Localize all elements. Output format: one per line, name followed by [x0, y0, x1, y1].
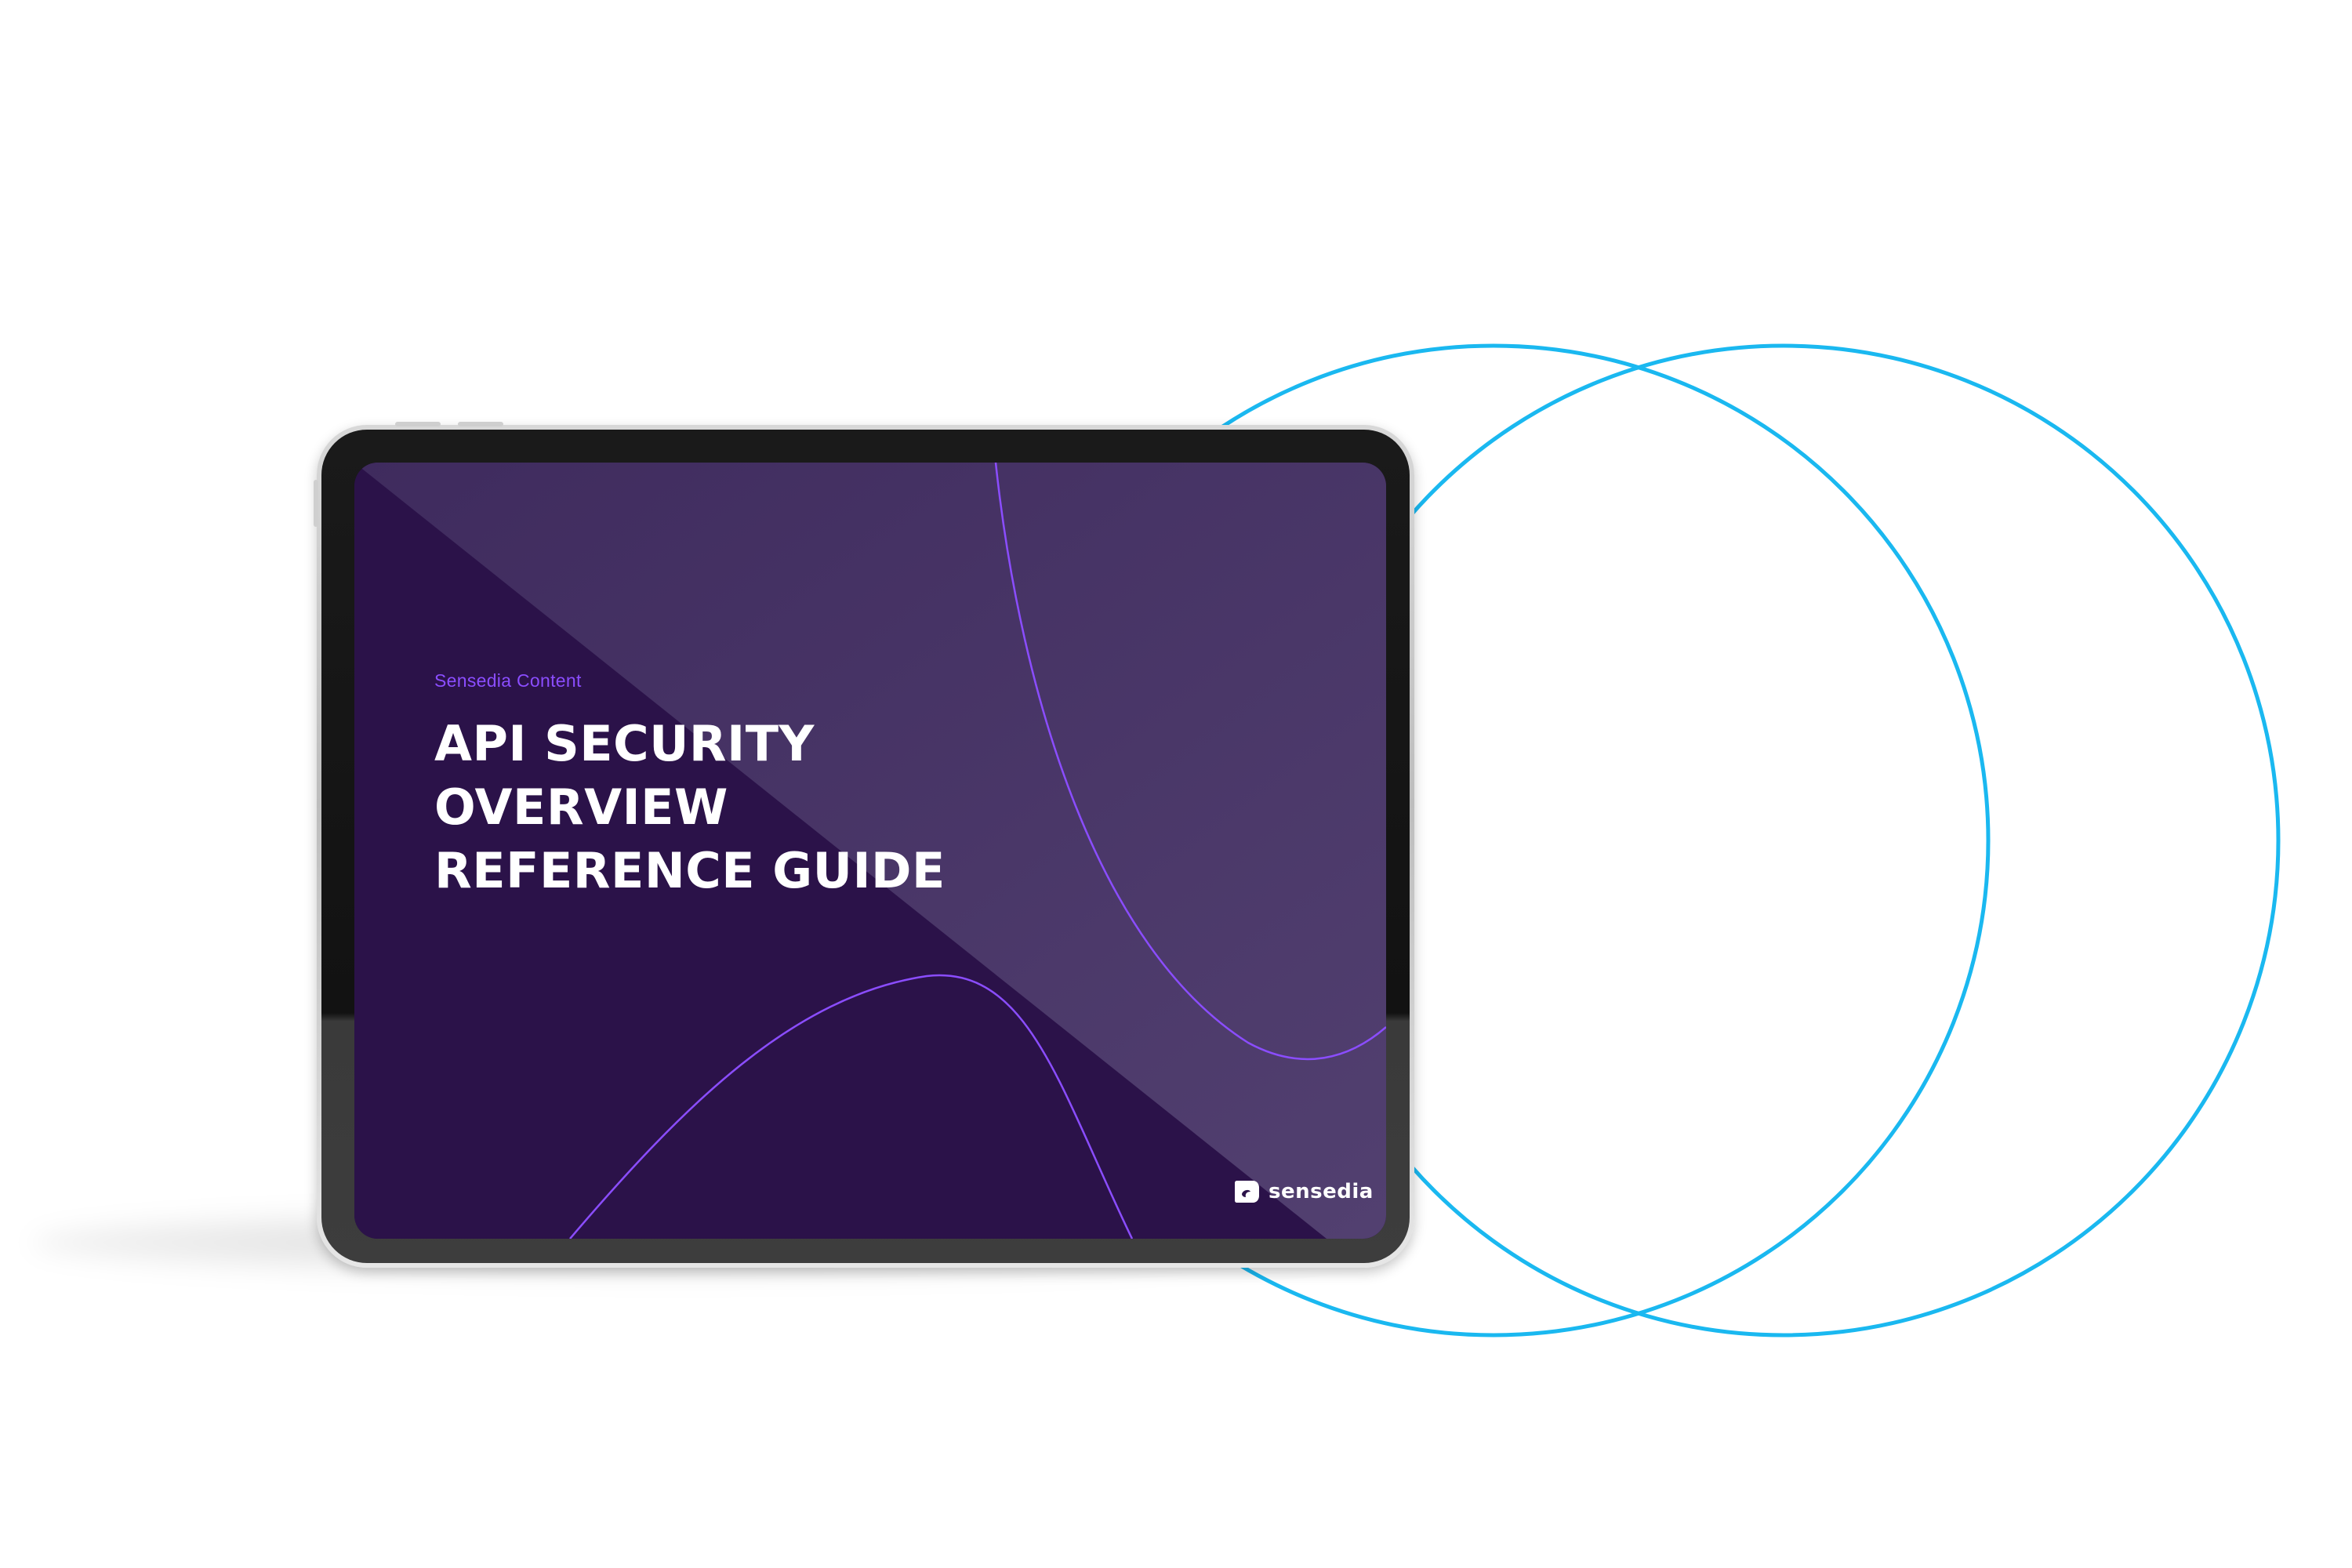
- cover-background-art: [354, 463, 1386, 1239]
- sensedia-logo-text: sensedia: [1269, 1180, 1374, 1203]
- tablet-bezel: Sensedia Content API SECURITY OVERVIEW R…: [321, 430, 1410, 1263]
- cover-curve-bottom: [569, 974, 1134, 1239]
- cover-title-line-3: REFERENCE GUIDE: [434, 842, 946, 899]
- cover-curve-top: [994, 463, 1386, 1061]
- tablet-screen: Sensedia Content API SECURITY OVERVIEW R…: [354, 463, 1386, 1239]
- cover-title: API SECURITY OVERVIEW REFERENCE GUIDE: [434, 712, 946, 902]
- tablet-top-button-2: [458, 422, 503, 426]
- cover-text-block: Sensedia Content API SECURITY OVERVIEW R…: [434, 670, 946, 902]
- cover-title-line-2: OVERVIEW: [434, 779, 728, 836]
- cover-eyebrow: Sensedia Content: [434, 670, 582, 691]
- tablet-device: Sensedia Content API SECURITY OVERVIEW R…: [314, 422, 1414, 1268]
- tablet-top-button: [395, 422, 441, 426]
- tablet-side-button: [314, 480, 318, 527]
- sensedia-logo-icon: [1235, 1181, 1259, 1203]
- right-outline-circle: [1287, 343, 2281, 1338]
- sensedia-logo: sensedia: [1232, 1178, 1374, 1206]
- cover-diagonal-panel: [354, 463, 1386, 1239]
- cover-title-line-1: API SECURITY: [434, 715, 815, 772]
